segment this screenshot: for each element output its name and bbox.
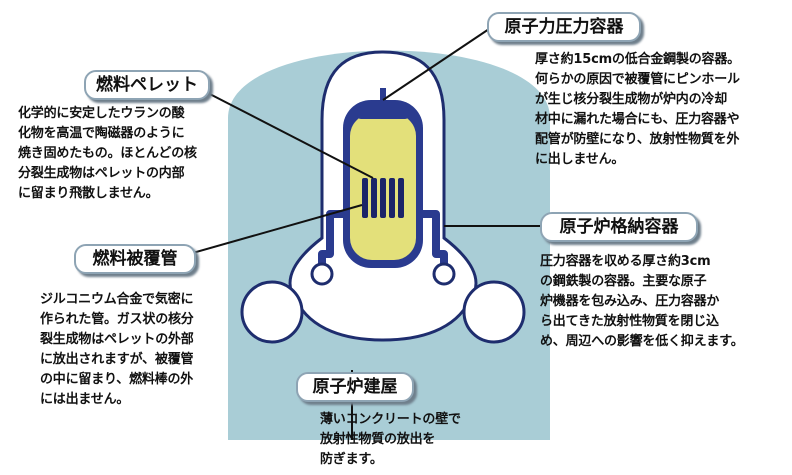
recirculation-pumps <box>310 262 456 286</box>
leader-lines <box>174 26 540 440</box>
containment-vessel-label: 原子炉格納容器 <box>540 212 698 242</box>
fuel-cladding-label: 燃料被覆管 <box>74 244 196 274</box>
fuel-cladding-description: ジルコニウム合金で気密に 作られた管。ガス状の核分 裂生成物はペレットの外部 に… <box>40 292 194 407</box>
fuel-rods <box>362 178 404 218</box>
reactor-building-label: 原子炉建屋 <box>296 372 414 402</box>
recirculation-piping <box>318 210 448 268</box>
fuel-pellet-label: 燃料ペレット <box>84 70 210 100</box>
pressure-vessel-description: 厚さ約15cmの低合金鋼製の容器。 何らかの原因で被覆管にピンホール が生じ核分… <box>535 52 740 167</box>
reactor-building-description: 薄いコンクリートの壁で 放射性物質の放出を 防ぎます。 <box>320 412 461 467</box>
containment-vessel-description: 圧力容器を収める厚さ約3cm の鋼鉄製の容器。主要な原子 炉機器を包み込み、圧力… <box>540 254 744 349</box>
pressure-vessel-label: 原子力圧力容器 <box>487 12 641 42</box>
fuel-pellet-description: 化学的に安定したウランの酸 化物を高温で陶磁器のように 焼き固めたもの。ほとんど… <box>18 106 197 201</box>
